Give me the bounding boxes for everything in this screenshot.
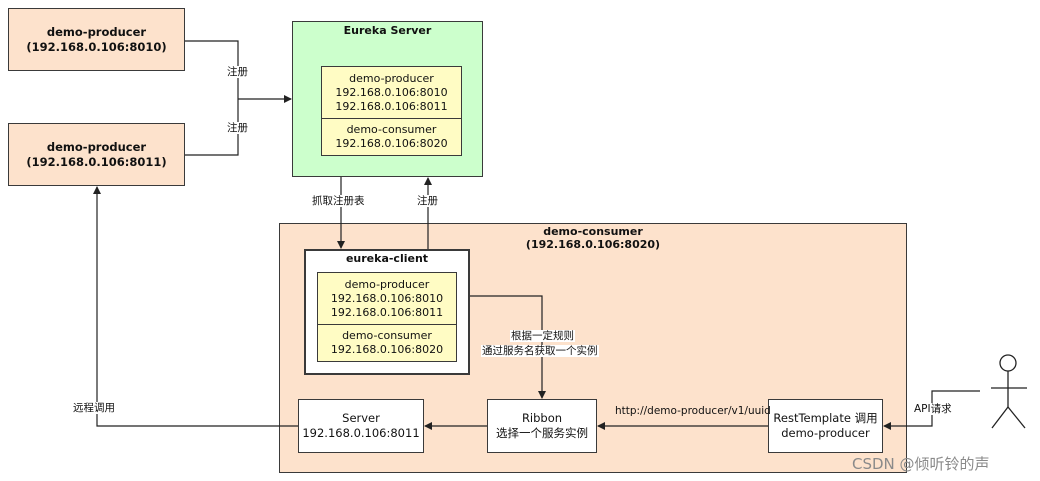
eureka-server-box: Eureka Server demo-producer 192.168.0.10… bbox=[292, 21, 483, 177]
client-registry-producer-name: demo-producer bbox=[344, 277, 430, 291]
remote-call-label: 远程调用 bbox=[72, 402, 116, 414]
fetch-registry-label: 抓取注册表 bbox=[311, 195, 366, 207]
producer-8010-name: demo-producer bbox=[46, 24, 147, 39]
client-registry-consumer-name: demo-consumer bbox=[342, 329, 432, 342]
consumer-title: demo-consumer bbox=[543, 225, 643, 238]
producer-8010-box: demo-producer (192.168.0.106:8010) bbox=[8, 8, 185, 71]
ribbon-box-desc: 选择一个服务实例 bbox=[496, 426, 588, 440]
rest-template-box: RestTemplate 调用 demo-producer bbox=[768, 399, 883, 453]
api-request-label: API请求 bbox=[913, 403, 953, 415]
eureka-server-title: Eureka Server bbox=[343, 24, 432, 37]
registry-producer-name: demo-producer bbox=[349, 71, 434, 85]
server-registry-producer: demo-producer 192.168.0.106:8010 192.168… bbox=[321, 66, 462, 119]
consumer-addr: (192.168.0.106:8020) bbox=[525, 238, 661, 251]
client-registry-consumer: demo-consumer 192.168.0.106:8020 bbox=[317, 324, 457, 362]
eureka-client-box: eureka-client demo-producer 192.168.0.10… bbox=[304, 249, 470, 375]
csdn-watermark: CSDN @倾听铃的声 bbox=[852, 455, 990, 473]
ribbon-box-title: Ribbon bbox=[521, 411, 563, 425]
register-label-3: 注册 bbox=[416, 195, 439, 207]
rule-label-line1: 根据一定规则 bbox=[510, 330, 575, 342]
producer-8011-name: demo-producer bbox=[46, 139, 147, 154]
register-label-2: 注册 bbox=[226, 122, 249, 134]
registry-consumer-addr: 192.168.0.106:8020 bbox=[335, 137, 448, 150]
client-registry-producer: demo-producer 192.168.0.106:8010 192.168… bbox=[317, 272, 457, 325]
server-box-addr: 192.168.0.106:8011 bbox=[302, 426, 420, 440]
server-box-title: Server bbox=[342, 411, 380, 425]
rest-template-target: demo-producer bbox=[781, 426, 870, 440]
producer-8010-addr: (192.168.0.106:8010) bbox=[26, 39, 167, 54]
user-actor-icon bbox=[991, 354, 1027, 429]
registry-producer-addr-1: 192.168.0.106:8010 bbox=[335, 85, 448, 99]
client-registry-consumer-addr: 192.168.0.106:8020 bbox=[330, 343, 444, 356]
remote-call-line bbox=[93, 186, 298, 427]
producer-8011-addr: (192.168.0.106:8011) bbox=[26, 154, 167, 169]
client-registry-producer-addr-2: 192.168.0.106:8011 bbox=[330, 305, 444, 319]
eureka-client-title: eureka-client bbox=[345, 252, 429, 265]
rule-label-line2: 通过服务名获取一个实例 bbox=[481, 345, 599, 357]
registry-consumer-name: demo-consumer bbox=[346, 123, 437, 136]
register-label-1: 注册 bbox=[226, 66, 249, 78]
server-box: Server 192.168.0.106:8011 bbox=[298, 399, 424, 453]
client-registry-producer-addr-1: 192.168.0.106:8010 bbox=[330, 291, 444, 305]
url-label: http://demo-producer/v1/uuid bbox=[615, 405, 771, 417]
server-registry-consumer: demo-consumer 192.168.0.106:8020 bbox=[321, 118, 462, 156]
registry-producer-addr-2: 192.168.0.106:8011 bbox=[335, 99, 448, 113]
rest-template-title: RestTemplate 调用 bbox=[773, 411, 878, 425]
producer-8011-box: demo-producer (192.168.0.106:8011) bbox=[8, 123, 185, 186]
ribbon-box: Ribbon 选择一个服务实例 bbox=[487, 399, 597, 453]
